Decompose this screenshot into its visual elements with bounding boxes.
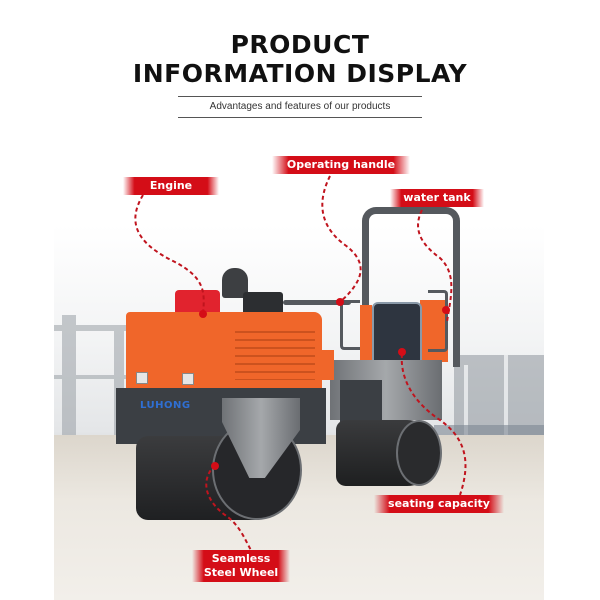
- subtitle-block: Advantages and features of our products: [178, 96, 422, 118]
- divider-bottom: [178, 117, 422, 118]
- headlight-left: [136, 372, 148, 384]
- divider-top: [178, 96, 422, 97]
- roll-bar: [362, 207, 460, 367]
- callout-operating-handle: Operating handle: [272, 156, 410, 174]
- title-line-2: INFORMATION DISPLAY: [132, 59, 468, 88]
- hood-vents: [235, 325, 315, 380]
- callout-water-tank: water tank: [390, 189, 484, 207]
- armrest-left: [340, 300, 360, 350]
- brand-logo: LUHONG: [140, 400, 191, 411]
- seat-side-panel-left: [360, 305, 372, 360]
- page-title: PRODUCT INFORMATION DISPLAY: [0, 30, 600, 88]
- armrest-right: [428, 290, 448, 352]
- callout-steel-wheel-line-2: Steel Wheel: [203, 566, 279, 579]
- callout-engine: Engine: [123, 177, 219, 195]
- subtitle: Advantages and features of our products: [209, 101, 391, 112]
- operator-seat: [372, 302, 422, 364]
- headlight-right: [182, 373, 194, 385]
- side-orange-panel: [318, 350, 334, 380]
- rear-drum-face: [396, 420, 442, 486]
- callout-steel-wheel: Seamless Steel Wheel: [192, 550, 290, 582]
- callout-seating-capacity: seating capacity: [374, 495, 504, 513]
- title-line-1: PRODUCT: [230, 30, 370, 59]
- callout-steel-wheel-line-1: Seamless: [211, 552, 271, 565]
- operating-handle: [283, 300, 351, 305]
